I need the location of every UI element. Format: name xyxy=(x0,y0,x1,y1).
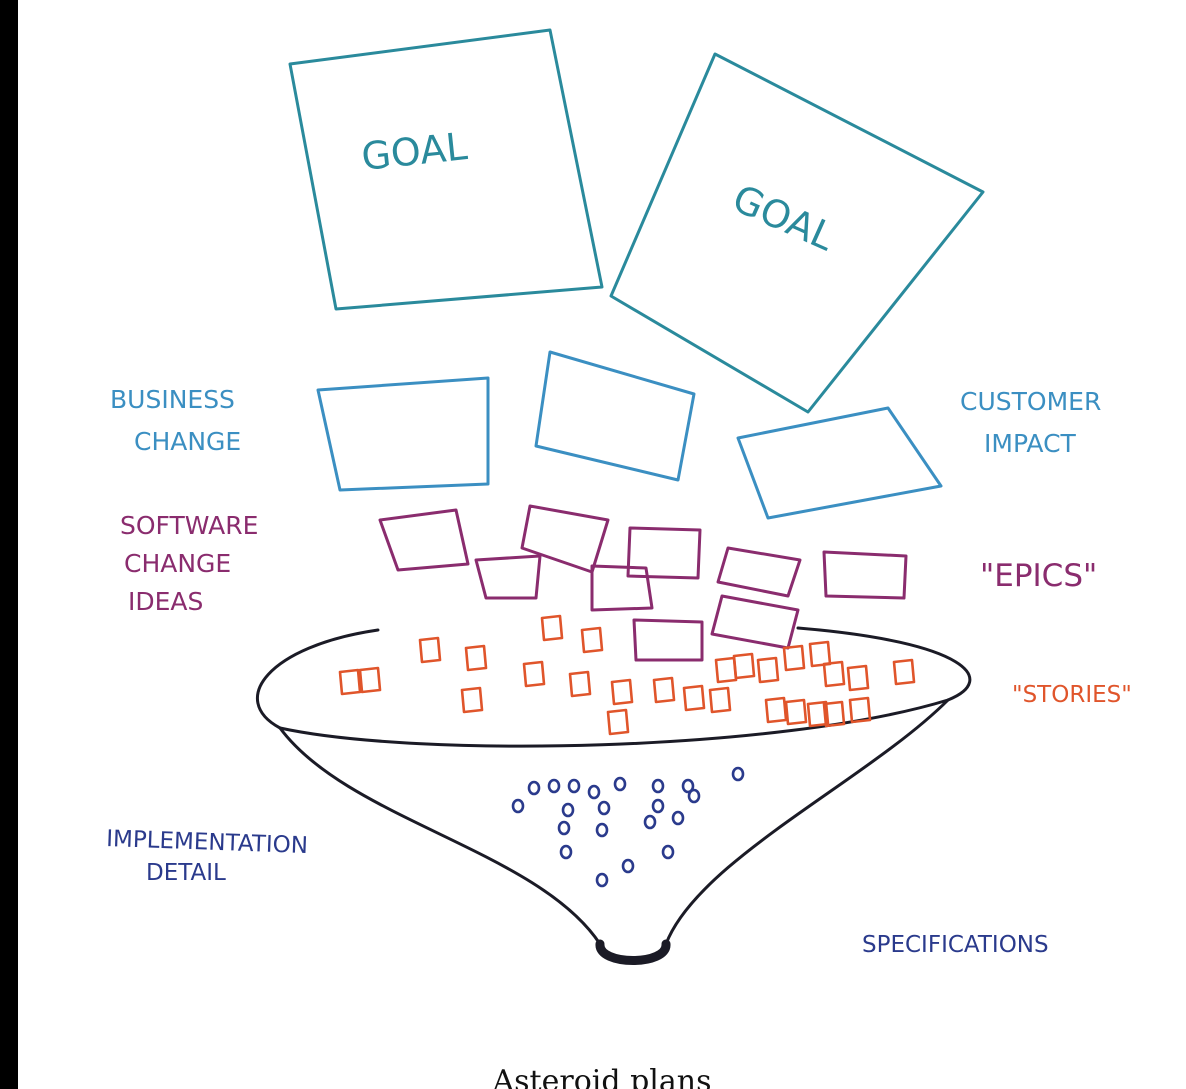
detail-dot xyxy=(511,798,525,814)
goal-box-1: GOAL xyxy=(288,28,604,311)
business-change-label-line2: CHANGE xyxy=(134,427,241,456)
detail-dot xyxy=(687,788,701,804)
funnel-spout xyxy=(595,939,671,965)
epic-box xyxy=(590,564,654,612)
detail-dot xyxy=(621,858,635,874)
story-box xyxy=(606,708,630,736)
story-box xyxy=(522,660,546,688)
epic-boxes xyxy=(378,504,908,662)
funnel-right-side xyxy=(664,698,950,946)
business-box-1 xyxy=(316,376,490,492)
funnel-diagram: GOAL GOAL xyxy=(106,28,1132,965)
story-box xyxy=(784,698,808,726)
customer-impact-label-line2: IMPACT xyxy=(984,429,1077,458)
epic-box xyxy=(822,550,908,600)
epic-box xyxy=(474,554,542,600)
story-box xyxy=(764,696,788,724)
epic-box xyxy=(710,594,800,650)
story-box xyxy=(610,678,634,706)
story-box xyxy=(540,614,564,642)
story-box xyxy=(652,676,676,704)
story-box xyxy=(580,626,604,654)
story-box xyxy=(418,636,442,664)
implementation-dots xyxy=(511,766,745,888)
specifications-label: SPECIFICATIONS xyxy=(862,932,1049,958)
story-box xyxy=(822,700,846,728)
implementation-label-line1: IMPLEMENTATION xyxy=(106,826,309,859)
story-box xyxy=(358,666,382,694)
epics-label: "EPICS" xyxy=(980,558,1097,594)
story-boxes xyxy=(338,614,916,736)
software-change-label-line3: IDEAS xyxy=(128,587,203,616)
business-change-boxes xyxy=(316,350,943,520)
story-box xyxy=(846,664,870,692)
detail-dot xyxy=(557,820,571,836)
customer-impact-box xyxy=(736,406,943,520)
funnel xyxy=(256,626,972,965)
detail-dot xyxy=(547,778,561,794)
detail-dot xyxy=(731,766,745,782)
epic-box xyxy=(520,504,610,574)
software-change-label-line1: SOFTWARE xyxy=(120,511,258,540)
sketch-paper: GOAL GOAL xyxy=(18,0,1186,1089)
detail-dot xyxy=(661,844,675,860)
goal-box-2: GOAL xyxy=(609,52,985,414)
software-change-label-line2: CHANGE xyxy=(124,549,231,578)
funnel-rim xyxy=(256,626,972,748)
detail-dot xyxy=(671,810,685,826)
customer-impact-label-line1: CUSTOMER xyxy=(960,387,1101,416)
implementation-label-line2: DETAIL xyxy=(146,860,226,886)
epic-box xyxy=(626,526,702,580)
story-box xyxy=(682,684,706,712)
story-box xyxy=(806,700,830,728)
story-box xyxy=(732,652,756,680)
story-box xyxy=(338,668,362,696)
story-box xyxy=(848,696,872,724)
stories-label: "STORIES" xyxy=(1012,682,1132,708)
business-box-2 xyxy=(534,350,696,482)
detail-dot xyxy=(597,800,611,816)
detail-dot xyxy=(595,822,609,838)
story-box xyxy=(892,658,916,686)
epic-box xyxy=(378,508,470,572)
detail-dot xyxy=(613,776,627,792)
funnel-left-side xyxy=(278,726,602,946)
figure-caption: Asteroid plans xyxy=(492,1064,712,1089)
story-box xyxy=(782,644,806,672)
goal-label-2: GOAL xyxy=(726,176,841,259)
detail-dot xyxy=(587,784,601,800)
story-box xyxy=(568,670,592,698)
detail-dot xyxy=(567,778,581,794)
detail-dot xyxy=(643,814,657,830)
story-box xyxy=(460,686,484,714)
story-box xyxy=(708,686,732,714)
story-box xyxy=(822,660,846,688)
detail-dot xyxy=(595,872,609,888)
detail-dot xyxy=(561,802,575,818)
story-box xyxy=(714,656,738,684)
story-box xyxy=(756,656,780,684)
detail-dot xyxy=(651,778,665,794)
business-change-label-line1: BUSINESS xyxy=(110,385,235,414)
detail-dot xyxy=(651,798,665,814)
epic-box xyxy=(632,618,704,662)
detail-dot xyxy=(681,778,695,794)
story-box xyxy=(464,644,488,672)
detail-dot xyxy=(527,780,541,796)
detail-dot xyxy=(559,844,573,860)
goal-label-1: GOAL xyxy=(359,124,469,179)
epic-box xyxy=(716,546,802,598)
